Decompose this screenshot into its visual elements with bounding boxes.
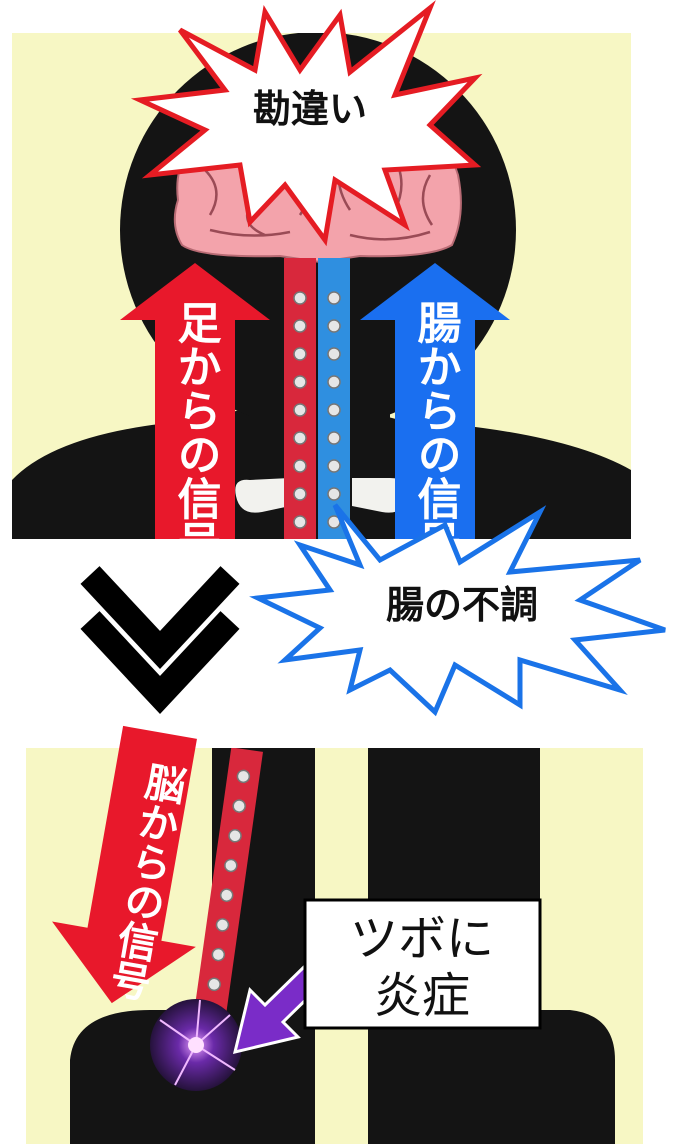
- acupoint-line1: ツボに: [350, 911, 494, 967]
- acupoint-line2: 炎症: [374, 968, 470, 1024]
- misconception-text: 勘違い: [253, 87, 367, 131]
- chevron-down-icon: [80, 566, 240, 670]
- foot-signal-arrow: [120, 263, 270, 539]
- plasma-ball: [150, 999, 242, 1091]
- foot-signal-label: 足からの信号: [170, 300, 222, 564]
- down-chevrons: [80, 566, 240, 715]
- chevron-down-icon: [80, 611, 240, 715]
- gut-signal-label: 腸からの信号: [410, 300, 462, 564]
- nerve-strips: [284, 258, 350, 539]
- misconception-burst: 勘違い: [130, 0, 483, 247]
- vertebra-bone: [235, 478, 409, 513]
- gut-signal-arrow: [360, 263, 510, 539]
- red-nerve-leds: [293, 291, 307, 529]
- blue-nerve-leds: [327, 291, 341, 529]
- acupoint-callout: ツボに 炎症: [303, 898, 542, 1030]
- pointer-arrow: [232, 962, 327, 1055]
- brain-signal-arrow: [52, 725, 197, 1004]
- gut-disorder-burst: 腸の不調: [249, 503, 666, 717]
- gut-disorder-text: 腸の不調: [386, 583, 538, 627]
- leg-nerve-strip: [189, 748, 263, 1049]
